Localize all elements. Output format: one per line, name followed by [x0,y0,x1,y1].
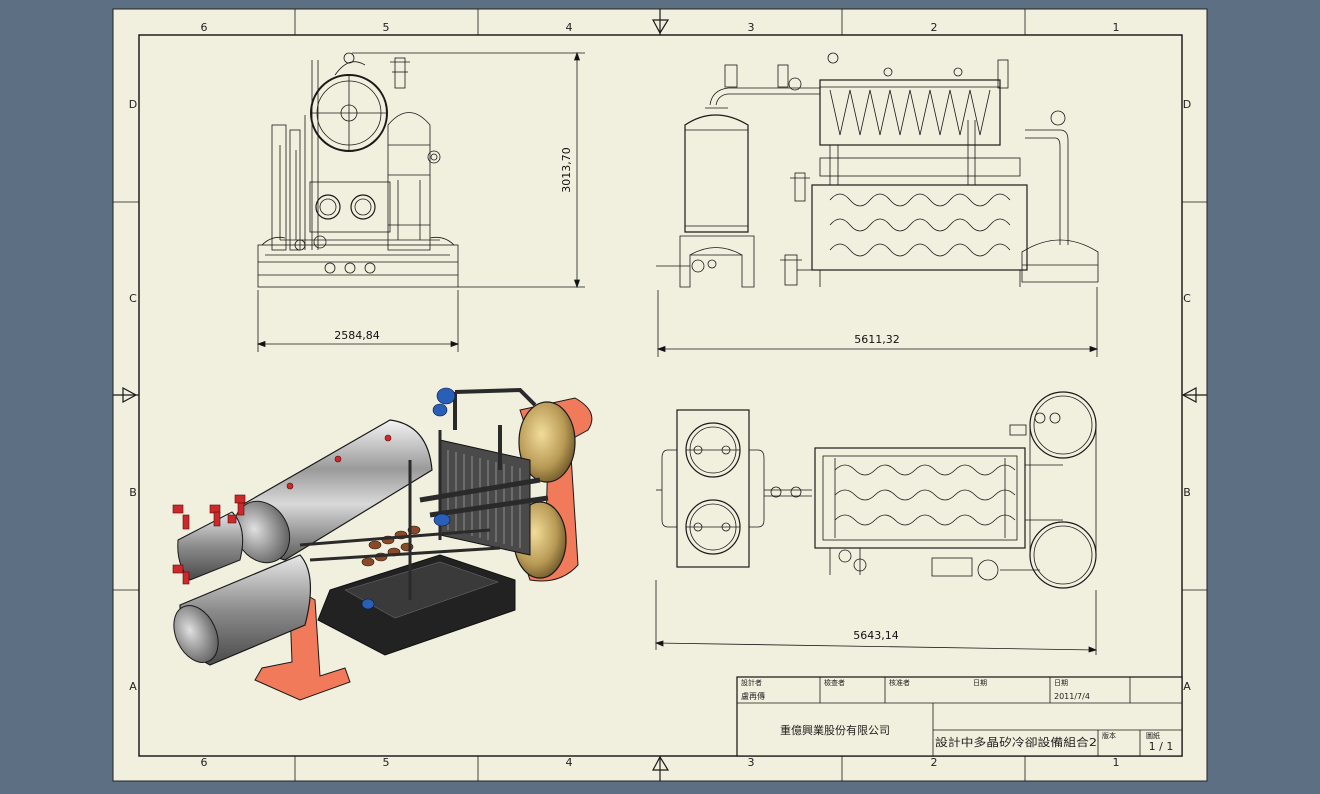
front-width-dimension: 2584,84 [334,329,380,342]
plate-exchanger [439,439,531,556]
zone-col-bottom-4: 4 [566,756,573,769]
zone-col-top-5: 5 [383,21,390,34]
company-name: 重億興業股份有限公司 [780,723,890,737]
isometric-view[interactable] [165,387,593,701]
zone-col-top-6: 6 [201,21,208,34]
title-block-text: 設計者 盧再傳 檢查者 核准者 日期 日期 2011/7/4 重億興業股份有限公… [741,678,1173,753]
zone-row-right-B: B [1183,486,1191,499]
left-support-frame [254,589,351,701]
zone-col-bottom-3: 3 [748,756,755,769]
zone-row-labels: D C B A D C B A [129,98,1191,693]
side-view[interactable] [656,52,1099,288]
zone-col-bottom-2: 2 [931,756,938,769]
designer-label: 設計者 [741,678,762,687]
blue-pumps [361,387,456,610]
small-upper-tank [177,511,244,581]
front-view[interactable] [257,52,459,288]
zone-col-bottom-5: 5 [383,756,390,769]
revision-label: 版本 [1102,731,1116,740]
iso-pipes [299,387,549,600]
front-dimensions [256,51,585,352]
zone-row-right-C: C [1183,292,1191,305]
zone-col-bottom-1: 1 [1113,756,1120,769]
upper-end-tank [518,401,576,483]
zone-col-top-4: 4 [566,21,573,34]
drawing-title: 設計中多晶矽冷卻設備組合2 [935,735,1097,749]
zone-row-left-D: D [129,98,137,111]
zone-col-top-2: 2 [931,21,938,34]
zone-row-left-A: A [129,680,137,693]
date-value: 2011/7/4 [1054,692,1090,701]
date-label-approver: 日期 [973,679,987,687]
top-view[interactable] [656,391,1097,589]
red-valves [172,434,392,585]
zone-row-left-C: C [129,292,137,305]
date-label-main: 日期 [1054,679,1068,687]
side-length-dimension: 5611,32 [854,333,900,346]
zone-col-bottom-6: 6 [201,756,208,769]
sheet-number: 1 / 1 [1149,740,1174,753]
centering-marks [113,9,1207,781]
front-height-dimension: 3013,70 [560,147,573,193]
side-dimensions [656,287,1099,357]
zone-column-labels: 6 5 4 3 2 1 6 5 4 3 2 1 [201,21,1120,769]
designer-name: 盧再傳 [741,691,765,701]
zone-row-right-A: A [1183,680,1191,693]
title-block [736,676,1183,757]
top-dimensions [654,580,1098,655]
zone-row-left-B: B [129,486,137,499]
approver-label: 核准者 [889,678,910,687]
zone-row-right-D: D [1183,98,1191,111]
checker-label: 檢查者 [824,678,845,687]
top-length-dimension: 5643,14 [853,629,899,642]
zone-ticks [113,9,1207,781]
zone-col-top-1: 1 [1113,21,1120,34]
sheet-label: 圖紙 [1146,731,1160,740]
zone-col-top-3: 3 [748,21,755,34]
